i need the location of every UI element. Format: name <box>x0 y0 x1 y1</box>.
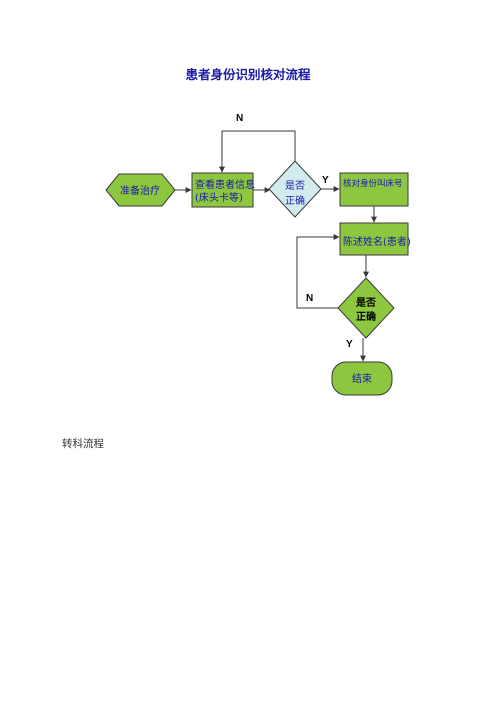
decision1-line2: 正确 <box>285 194 305 207</box>
decision2-line1: 是否 <box>355 297 376 309</box>
check-patient-info-box <box>191 172 254 208</box>
decision2-diamond <box>337 277 395 339</box>
section-heading: 转科流程 <box>62 438 104 450</box>
end-node <box>331 361 393 396</box>
start-node-label: 准备治疗 <box>120 184 160 197</box>
connector-decision2-no-loop <box>296 234 340 309</box>
decision1-diamond <box>268 160 322 218</box>
decision2-line2: 正确 <box>356 310 376 323</box>
state-name-box <box>339 222 409 256</box>
label-n-top: N <box>236 113 243 124</box>
label-n-left: N <box>306 293 313 304</box>
decision1-line1: 是否 <box>285 180 305 192</box>
verify-identity-label: 核对身份叫床号 <box>343 178 403 189</box>
label-y-bottom: Y <box>346 339 353 350</box>
check-patient-info-line1: 查看患者信息 <box>195 178 255 191</box>
end-node-label: 结束 <box>352 372 372 385</box>
check-patient-info-line2: (床头卡等) <box>195 191 243 204</box>
state-name-label: 陈述姓名(患者) <box>343 235 411 248</box>
label-y-right: Y <box>322 175 329 186</box>
document-title: 患者身份识别核对流程 <box>185 67 311 82</box>
connector-decision1-no-loop <box>219 130 296 173</box>
verify-identity-box <box>339 172 409 207</box>
